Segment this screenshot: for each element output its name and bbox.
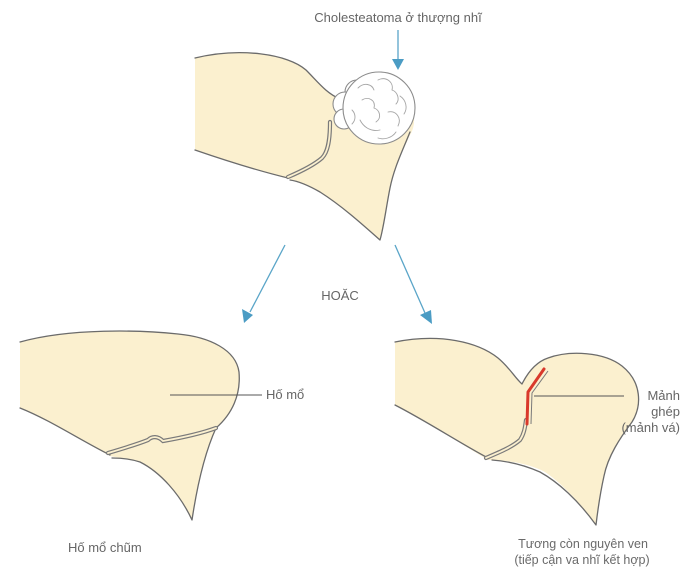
left-ear-figure xyxy=(20,331,262,520)
arrow-down-icon xyxy=(392,30,404,70)
left-tissue xyxy=(20,331,239,520)
cavity-label: Hố mổ xyxy=(266,387,304,402)
arrow-down-left-icon xyxy=(242,245,285,323)
top-ear-figure xyxy=(195,53,415,240)
graft-label-line1: Mảnh xyxy=(647,388,680,403)
left-caption: Hố mổ chũm xyxy=(68,540,142,555)
or-label: HOĂC xyxy=(321,288,359,303)
graft-label-line3: (mảnh vá) xyxy=(621,420,680,435)
right-tissue xyxy=(395,338,639,525)
top-title: Cholesteatoma ở thượng nhĩ xyxy=(314,10,483,25)
right-caption-line2: (tiếp cận va nhĩ kết hợp) xyxy=(514,553,649,567)
graft-label-line2: ghép xyxy=(651,404,680,419)
right-caption-line1: Tương còn nguyên ven xyxy=(518,537,648,551)
right-ear-figure xyxy=(395,338,639,525)
arrow-down-right-icon xyxy=(395,245,432,324)
